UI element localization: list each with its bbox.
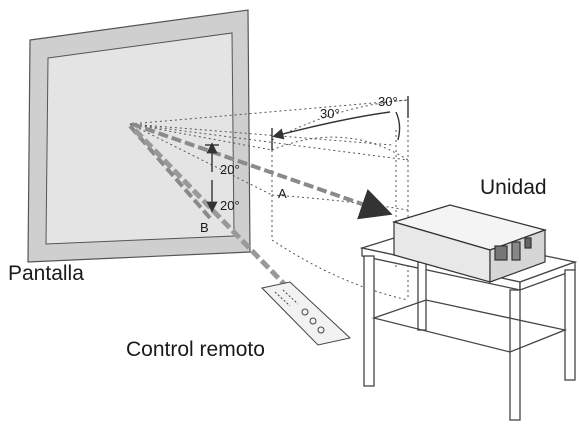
range-ray (129, 99, 409, 125)
horizontal-angle-arcs (271, 96, 409, 150)
unit-panel (511, 241, 521, 261)
table-leg (509, 289, 521, 421)
angle-v-upper-label: 20° (220, 162, 240, 177)
range-ray (129, 123, 273, 196)
screen-label: Pantalla (8, 262, 84, 285)
reception-range (129, 99, 409, 301)
angle-arc-outer (395, 111, 401, 141)
beams (128, 122, 393, 292)
beam-to-remote (133, 128, 292, 292)
remote-button (317, 326, 325, 334)
table-leg (363, 255, 375, 387)
table-leg (564, 269, 576, 381)
angle-v-lower-label: 20° (220, 198, 240, 213)
range-ray (129, 123, 409, 161)
angle-h-outer-label: 30° (378, 94, 398, 109)
remote-button (301, 308, 309, 316)
range-arc (271, 136, 409, 161)
beam-to-b (128, 124, 212, 220)
remote-control (261, 281, 352, 346)
angle-arc-inner (272, 111, 391, 140)
unit-panel (524, 237, 532, 249)
point-a-label: A (278, 186, 287, 201)
range-ray (129, 123, 273, 151)
unit-panel (494, 245, 508, 261)
vertical-angle (205, 142, 219, 213)
remote-button (309, 317, 317, 325)
remote-body (261, 281, 352, 346)
unit-label: Unidad (480, 176, 547, 199)
remote-buttons-row (282, 289, 299, 305)
remote-buttons-row (274, 291, 291, 307)
angle-h-inner-label: 30° (320, 106, 340, 121)
projector-unit (391, 204, 548, 283)
table-shelf (371, 299, 568, 353)
range-ray (129, 123, 393, 146)
range-arc (271, 194, 409, 211)
remote-label: Control remoto (126, 338, 265, 361)
point-b-label: B (200, 220, 209, 235)
beam-to-unit (131, 122, 393, 220)
